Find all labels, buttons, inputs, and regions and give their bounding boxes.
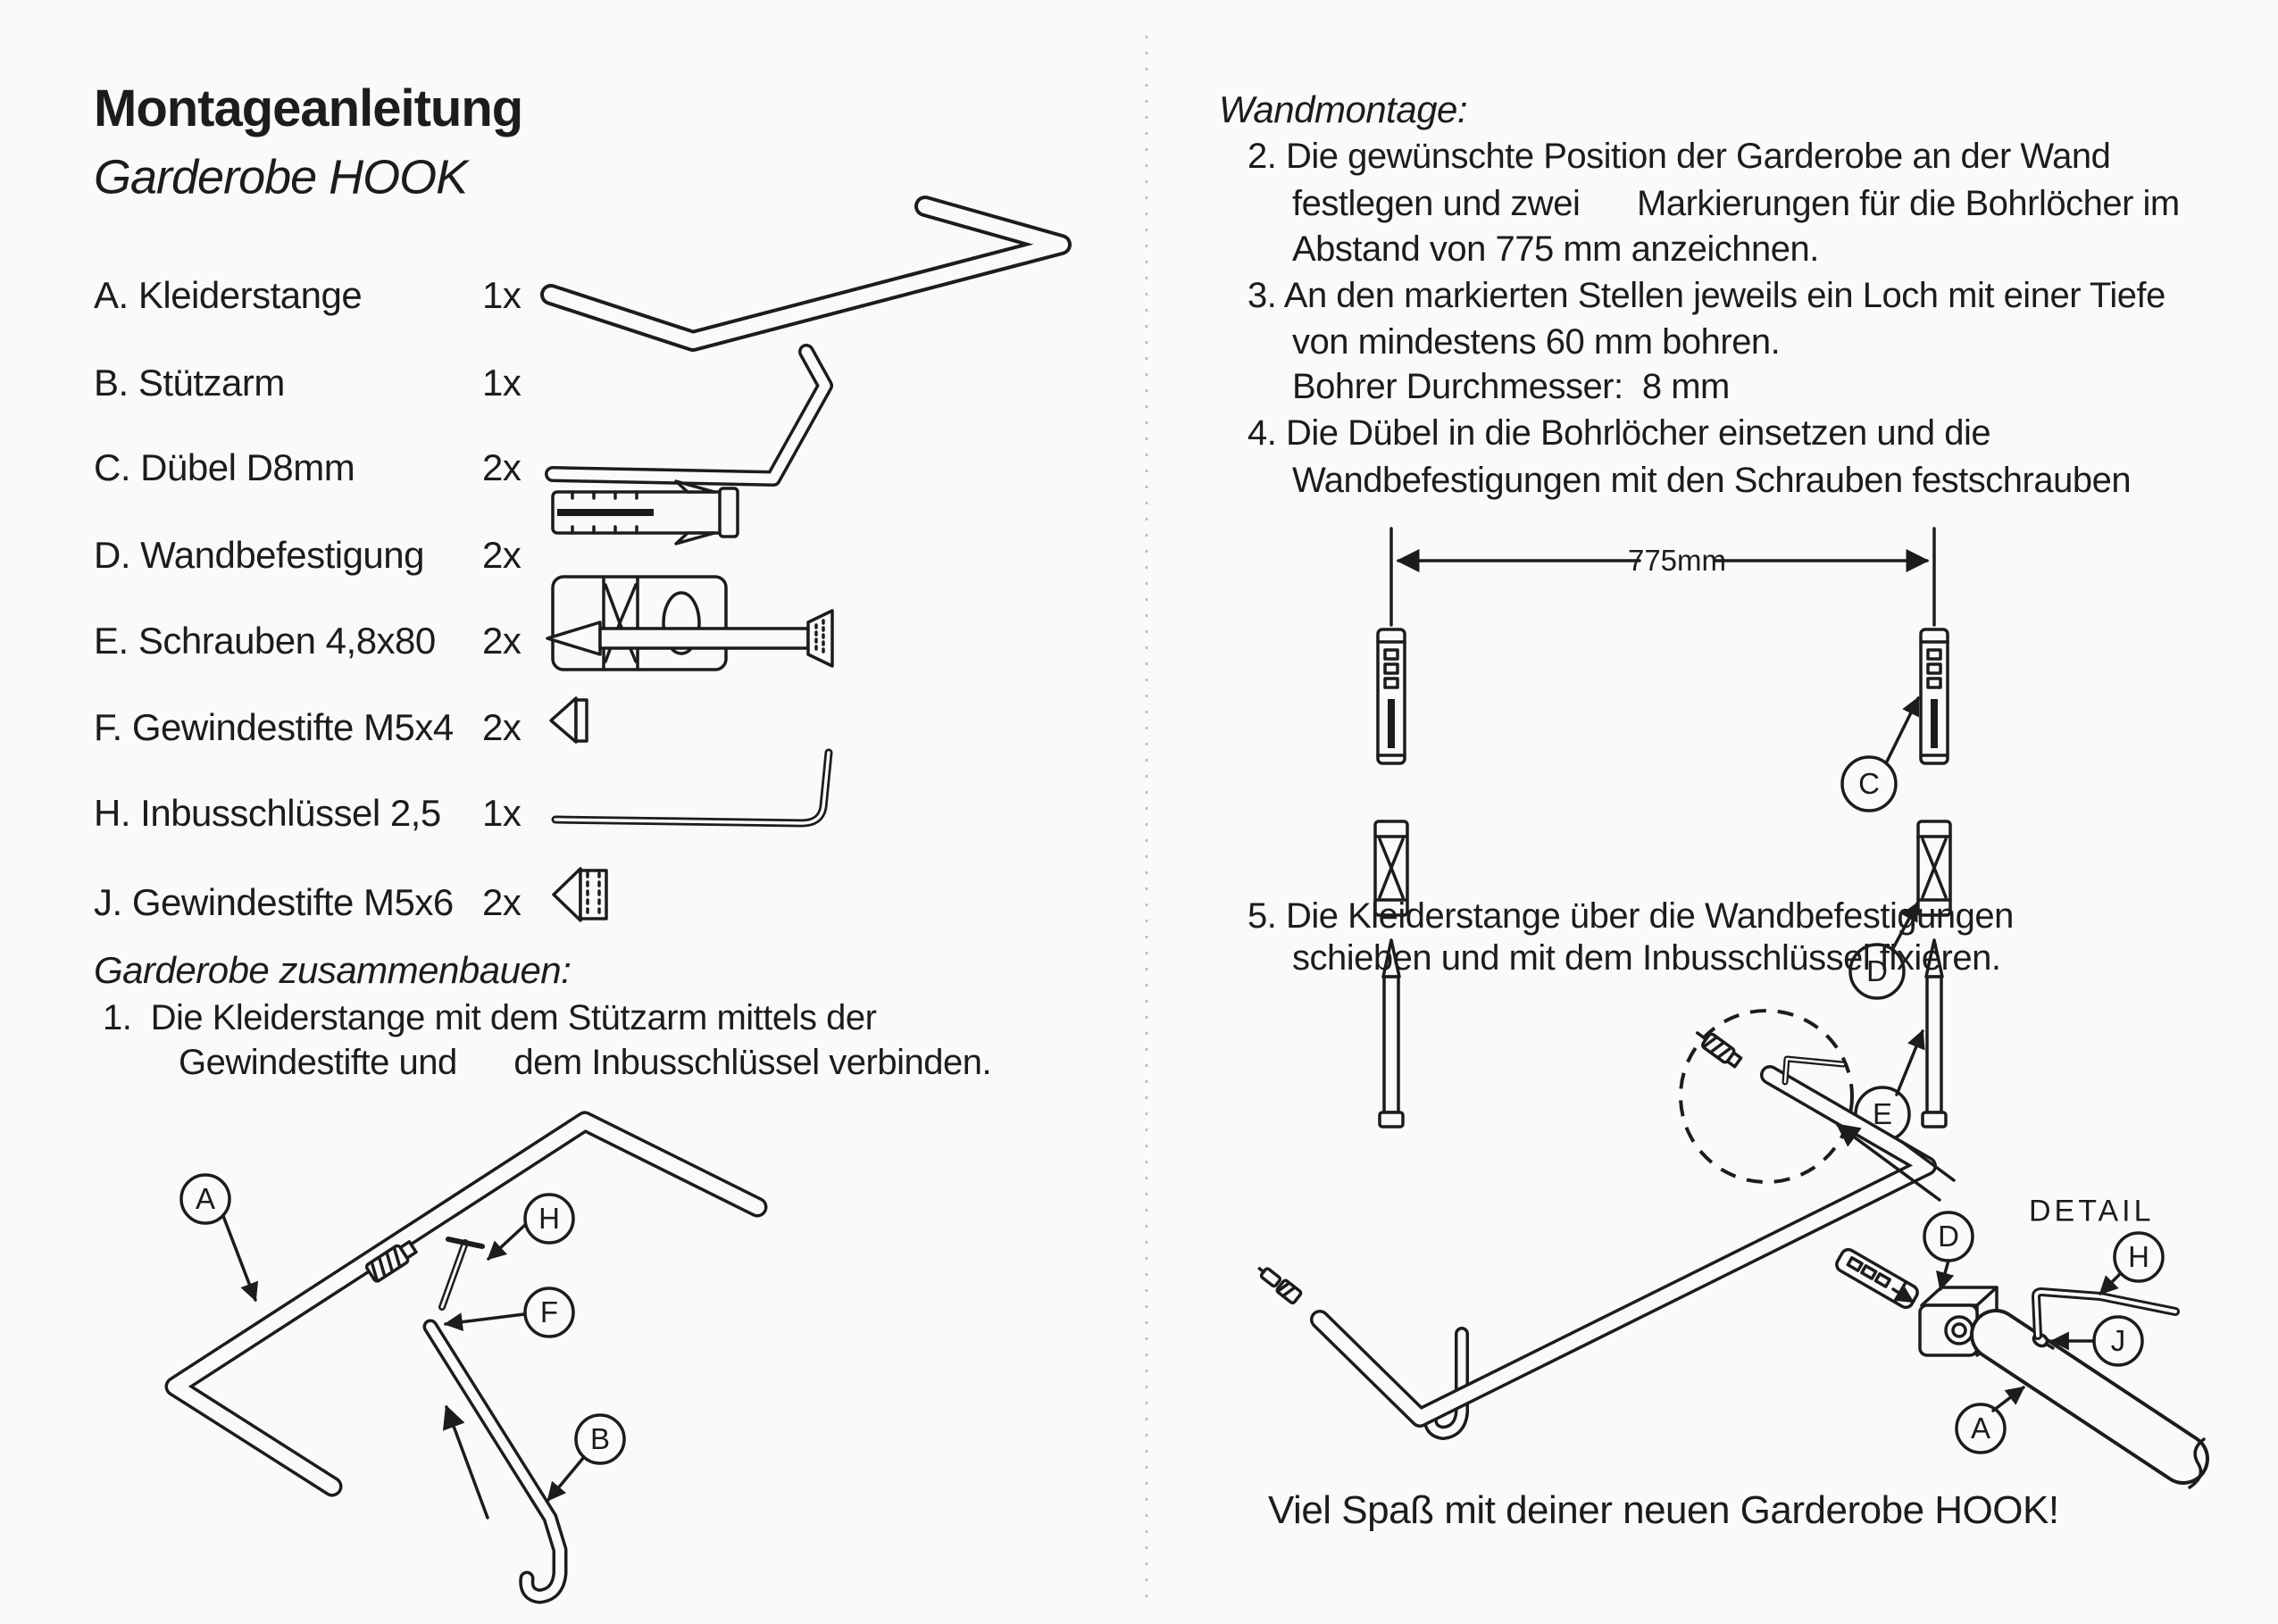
dowel-left bbox=[1376, 628, 1406, 765]
detail-dowel bbox=[1835, 1247, 1919, 1310]
wall-step4-line1: 4. Die Dübel in die Bohrlöcher einsetzen… bbox=[1247, 413, 1991, 453]
label-wall-c: C bbox=[1858, 767, 1880, 800]
part-count-a: 1x bbox=[482, 273, 522, 316]
label-wall-d: D bbox=[1866, 954, 1888, 987]
dowel-right bbox=[1919, 628, 1949, 765]
part-count-f: 2x bbox=[482, 705, 522, 748]
wall-mount-diagram bbox=[1373, 527, 1952, 1143]
detail-title: DETAIL bbox=[2029, 1194, 2155, 1228]
step5-line2: schieben und mit dem Inbusschlüssel fixi… bbox=[1292, 938, 2001, 978]
final-diagram bbox=[1257, 1009, 2209, 1489]
part-label-f: F. Gewindestifte M5x4 bbox=[94, 705, 454, 748]
bracket-right bbox=[1916, 820, 1952, 917]
bracket-left bbox=[1373, 820, 1409, 917]
gewindestift-m5x6-icon bbox=[552, 867, 608, 922]
wall-step4-line2: Wandbefestigungen mit den Schrauben fest… bbox=[1292, 461, 2132, 500]
label-assembly-a: A bbox=[195, 1182, 215, 1215]
wall-heading: Wandmontage: bbox=[1219, 87, 1468, 130]
part-count-b: 1x bbox=[482, 361, 522, 404]
allen-key-small bbox=[438, 1237, 485, 1311]
part-label-d: D. Wandbefestigung bbox=[94, 533, 425, 576]
part-count-h: 1x bbox=[482, 791, 522, 834]
assembly-diagram bbox=[164, 1111, 768, 1604]
wall-step3-line2: von mindestens 60 mm bohren. bbox=[1292, 322, 1781, 362]
wall-step3-line3: Bohrer Durchmesser: 8 mm bbox=[1292, 367, 1730, 406]
schraube-icon bbox=[546, 609, 834, 668]
part-label-h: H. Inbusschlüssel 2,5 bbox=[94, 791, 441, 834]
label-detail-d: D bbox=[1938, 1220, 1959, 1253]
wall-step2-line1: 2. Die gewünschte Position der Garderobe… bbox=[1247, 137, 2111, 176]
label-detail-a: A bbox=[1970, 1412, 1990, 1445]
wall-step2-line3: Abstand von 775 mm anzeichnen. bbox=[1292, 229, 1819, 269]
label-assembly-b: B bbox=[589, 1422, 610, 1455]
inbusschluessel-icon bbox=[551, 748, 833, 828]
label-assembly-f: F bbox=[539, 1295, 559, 1328]
part-label-e: E. Schrauben 4,8x80 bbox=[94, 619, 436, 662]
gewindestift-m5x4-icon bbox=[549, 696, 588, 744]
duebel-icon bbox=[551, 479, 739, 545]
grub-screw bbox=[364, 1240, 418, 1283]
part-label-c: C. Dübel D8mm bbox=[94, 446, 355, 488]
wall-step3-line1: 3. An den markierten Stellen jeweils ein… bbox=[1247, 276, 2165, 315]
label-assembly-h: H bbox=[538, 1202, 560, 1235]
part-count-j: 2x bbox=[482, 880, 522, 923]
dimension-label: 775mm bbox=[1627, 543, 1727, 577]
screw-dowel-pair bbox=[1257, 1267, 1303, 1304]
part-count-e: 2x bbox=[482, 619, 522, 662]
wall-step2-line2: festlegen und zwei Markierungen für die … bbox=[1292, 184, 2180, 223]
part-count-d: 2x bbox=[482, 533, 522, 576]
detail-circle bbox=[1679, 1009, 1854, 1184]
kleiderstange-icon bbox=[540, 196, 1072, 352]
closing-message: Viel Spaß mit deiner neuen Garderobe HOO… bbox=[1268, 1487, 2059, 1532]
part-label-j: J. Gewindestifte M5x6 bbox=[94, 880, 454, 923]
label-detail-j: J bbox=[2110, 1324, 2126, 1357]
stuetzarm-icon bbox=[545, 344, 833, 487]
part-label-b: B. Stützarm bbox=[94, 361, 285, 404]
wandbefestigung-icon bbox=[551, 575, 728, 671]
label-wall-e: E bbox=[1872, 1097, 1892, 1130]
label-detail-h: H bbox=[2128, 1240, 2149, 1273]
page-subtitle: Garderobe HOOK bbox=[94, 150, 468, 204]
step5-line1: 5. Die Kleiderstange über die Wandbefest… bbox=[1247, 896, 2014, 936]
grub-screw-circle bbox=[1696, 1031, 1743, 1069]
screw-left bbox=[1378, 938, 1405, 1128]
part-label-a: A. Kleiderstange bbox=[94, 273, 363, 316]
assembly-step1-line2: Gewindestifte und dem Inbusschlüssel ver… bbox=[179, 1043, 992, 1082]
screw-right bbox=[1921, 938, 1948, 1128]
assembly-heading: Garderobe zusammenbauen: bbox=[94, 948, 572, 991]
assembly-step1-line1: 1. Die Kleiderstange mit dem Stützarm mi… bbox=[103, 998, 877, 1037]
part-count-c: 2x bbox=[482, 446, 522, 488]
page-title: Montageanleitung bbox=[94, 79, 523, 138]
